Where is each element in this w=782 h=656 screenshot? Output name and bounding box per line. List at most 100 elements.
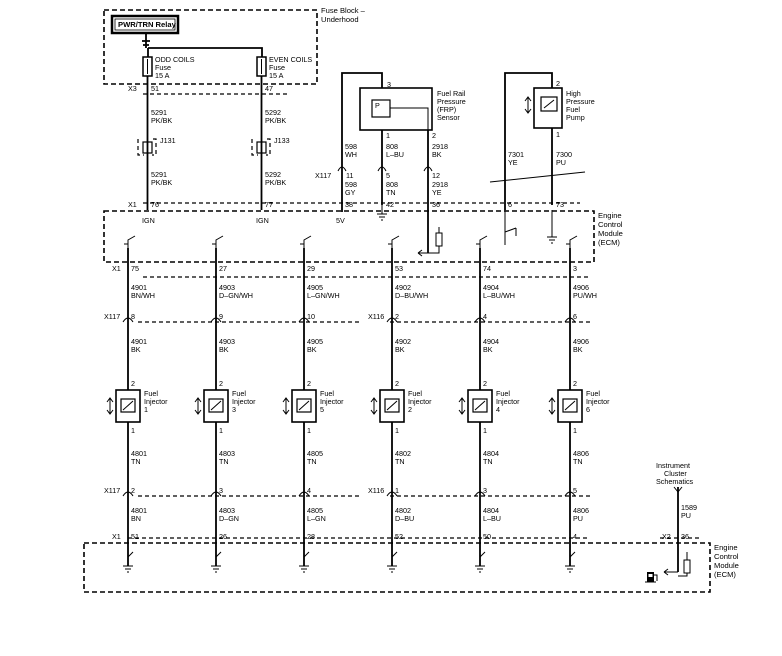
injector-6-color-1: PU/WH [573,291,597,300]
ecm-bottom-name-2: Control [714,552,739,561]
wire-5292-circuit: 5292 [265,108,281,117]
x117-pin-5: 5 [386,171,390,180]
injector-3-driver-switch-icon [212,235,224,248]
wire-5292-color-b: PK/BK [265,178,286,187]
injector-2-inline-pin-1: 2 [395,312,399,321]
injector-1-coil-slash [122,400,134,411]
ecm-5v-label: 5V [336,216,345,225]
ecm-ign-1: IGN [142,216,155,225]
fuse-block-outline [103,9,318,85]
frp-signal-link [390,107,429,130]
injector-6-circuit-3: 4806 [573,449,589,458]
wire-2918b-circuit: 2918 [432,180,448,189]
pump-body [533,87,563,129]
injector-4-inline-pin-1: 4 [483,312,487,321]
ecm-top-name-3: Module [598,229,623,238]
x3-pin-47: 47 [265,84,273,93]
splice-j131 [142,141,153,154]
injector-2-color-1: D–BU/WH [395,291,428,300]
cluster-line-3: Schematics [656,477,694,486]
fuse2-rating: 15 A [269,71,284,80]
injector-3-circuit-4: 4803 [219,506,235,515]
ecm-top-name-1: Engine [598,211,622,220]
injector-3-ecm-bottom-pin: 26 [219,532,227,541]
frp-name-3: (FRP) [437,105,456,114]
wire-598-color: WH [345,150,357,159]
injector-2-circuit-1: 4902 [395,283,411,292]
ecm-top-x1: X1 [128,200,137,209]
injector-5-inline-lower-terminal [298,491,310,497]
ecm-x1-injector-label: X1 [112,264,121,273]
injector-2-name: Fuel [408,389,422,398]
ecm-pin-6: 6 [508,200,512,209]
injector-5-circuit-3: 4805 [307,449,323,458]
splice-j131-outline [137,138,157,156]
injector-4-circuit-1: 4904 [483,283,499,292]
injector-4-name-2: Injector [496,397,520,406]
wire-598-circuit: 598 [345,142,357,151]
relay-box-inner [114,18,176,31]
injector-6-driver-switch-icon [566,235,578,248]
ecm-pin-42: 42 [386,200,394,209]
injector-2-inline-pin-2: 1 [395,486,399,495]
injector-6-number: 6 [586,405,590,414]
x117-upper-terminals [337,166,433,172]
wire-808b-color: TN [386,188,396,197]
injector-columns: 754901BN/WH84901BK2FuelInjector114801TN2… [106,235,610,573]
wire-808b-circuit: 808 [386,180,398,189]
injector-6-circuit-4: 4806 [573,506,589,515]
injector-1-ecm-pin: 75 [131,264,139,273]
injector-2-number: 2 [408,405,412,414]
injector-6-ecm-bottom-pin: 4 [573,532,577,541]
ecm-bottom-x2: X2 [662,532,671,541]
injector-4-circuit-3: 4804 [483,449,499,458]
injector-1-pin-top: 2 [131,379,135,388]
injector-3-pin-bottom: 1 [219,426,223,435]
cluster-output-resistor [683,559,691,574]
fuse2-type: Fuse [269,63,285,72]
injector-2-ecm-pin: 53 [395,264,403,273]
frp-pulldown-resistor [435,232,443,247]
injector-6-name-2: Injector [586,397,610,406]
wire-5291-circuit: 5291 [151,108,167,117]
x117-pin-11: 11 [346,171,353,180]
injector-4-name: Fuel [496,389,510,398]
wire-7301-color: YE [508,158,518,167]
injector-6-inline-pin-1: 6 [573,312,577,321]
injector-5-color-4: L–GN [307,514,326,523]
injector-3-number: 3 [232,405,236,414]
wire-5292-color: PK/BK [265,116,286,125]
injector-6-color-3: TN [573,457,583,466]
injector-6-name: Fuel [586,389,600,398]
injector-3-ground-icon [211,565,221,573]
injector-5-inline-pin-1: 10 [307,312,315,321]
relay-box [110,14,180,35]
injector-2-coil-slash [386,400,398,411]
injector-6-pin-bottom: 1 [573,426,577,435]
injector-6-pin-top: 2 [573,379,577,388]
injector-1-solenoid-arrows-icon [106,397,114,415]
injector-1-number: 1 [144,405,148,414]
injector-4-circuit-4: 4804 [483,506,499,515]
injector-3-solenoid-arrows-icon [194,397,202,415]
ecm-pin-76: 76 [151,200,159,209]
injector-2-name-2: Injector [408,397,432,406]
frp-sensor-body [359,87,433,131]
injector-5-coil-slash [298,400,310,411]
injector-3-circuit-3: 4803 [219,449,235,458]
pump-pin-1: 1 [556,130,560,139]
injector-6-inline-lower-terminal [564,491,576,497]
injector-3-inline-lower-terminal [210,491,222,497]
injector-1-circuit-2: 4901 [131,337,147,346]
injector-6-solenoid-arrows-icon [548,397,556,415]
pump-high-side-switch [504,210,517,245]
injector-6-ground-icon [565,565,575,573]
injector-6-inline-pin-2: 5 [573,486,577,495]
injector-2-pin-bottom: 1 [395,426,399,435]
injector-1-ecm-bottom-pin: 51 [131,532,139,541]
injector-4-color-4: L–BU [483,514,501,523]
injector-5-driver-switch-icon [300,235,312,248]
injector-5-ecm-bottom-pin: 28 [307,532,315,541]
injector-4-ecm-bottom-pin: 50 [483,532,491,541]
frp-sensor-p-glyph: P [375,101,380,110]
